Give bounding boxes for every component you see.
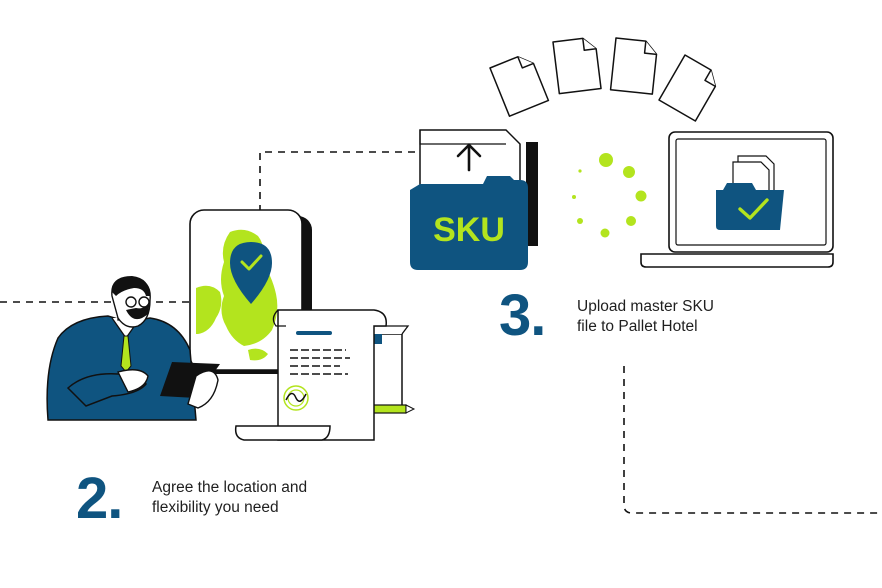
document-icon	[658, 54, 717, 122]
map-tablet	[189, 209, 312, 374]
document-icon	[609, 37, 658, 95]
loading-spinner-icon	[572, 153, 647, 238]
step-2-number: 2.	[76, 466, 123, 531]
map-pin-icon	[230, 242, 272, 304]
document-icon	[489, 56, 550, 117]
step-3-number: 3.	[499, 283, 546, 348]
checkmark-icon	[738, 198, 769, 220]
person-with-tablet	[46, 276, 220, 421]
upload-arrow-icon	[456, 143, 482, 172]
dashed-connector-lines	[0, 151, 882, 514]
contract-scroll-icon	[234, 309, 387, 441]
sku-upload-folder: SKU	[410, 129, 538, 270]
folder-sku-label: SKU	[433, 211, 505, 249]
floating-documents	[489, 37, 717, 122]
step-3-description: Upload master SKU file to Pallet Hotel	[577, 298, 714, 335]
laptop-icon	[640, 131, 834, 268]
folder-icon	[716, 155, 784, 230]
step-2-description: Agree the location and flexibility you n…	[152, 479, 308, 516]
document-icon	[552, 37, 602, 95]
checkmark-icon	[240, 254, 263, 271]
